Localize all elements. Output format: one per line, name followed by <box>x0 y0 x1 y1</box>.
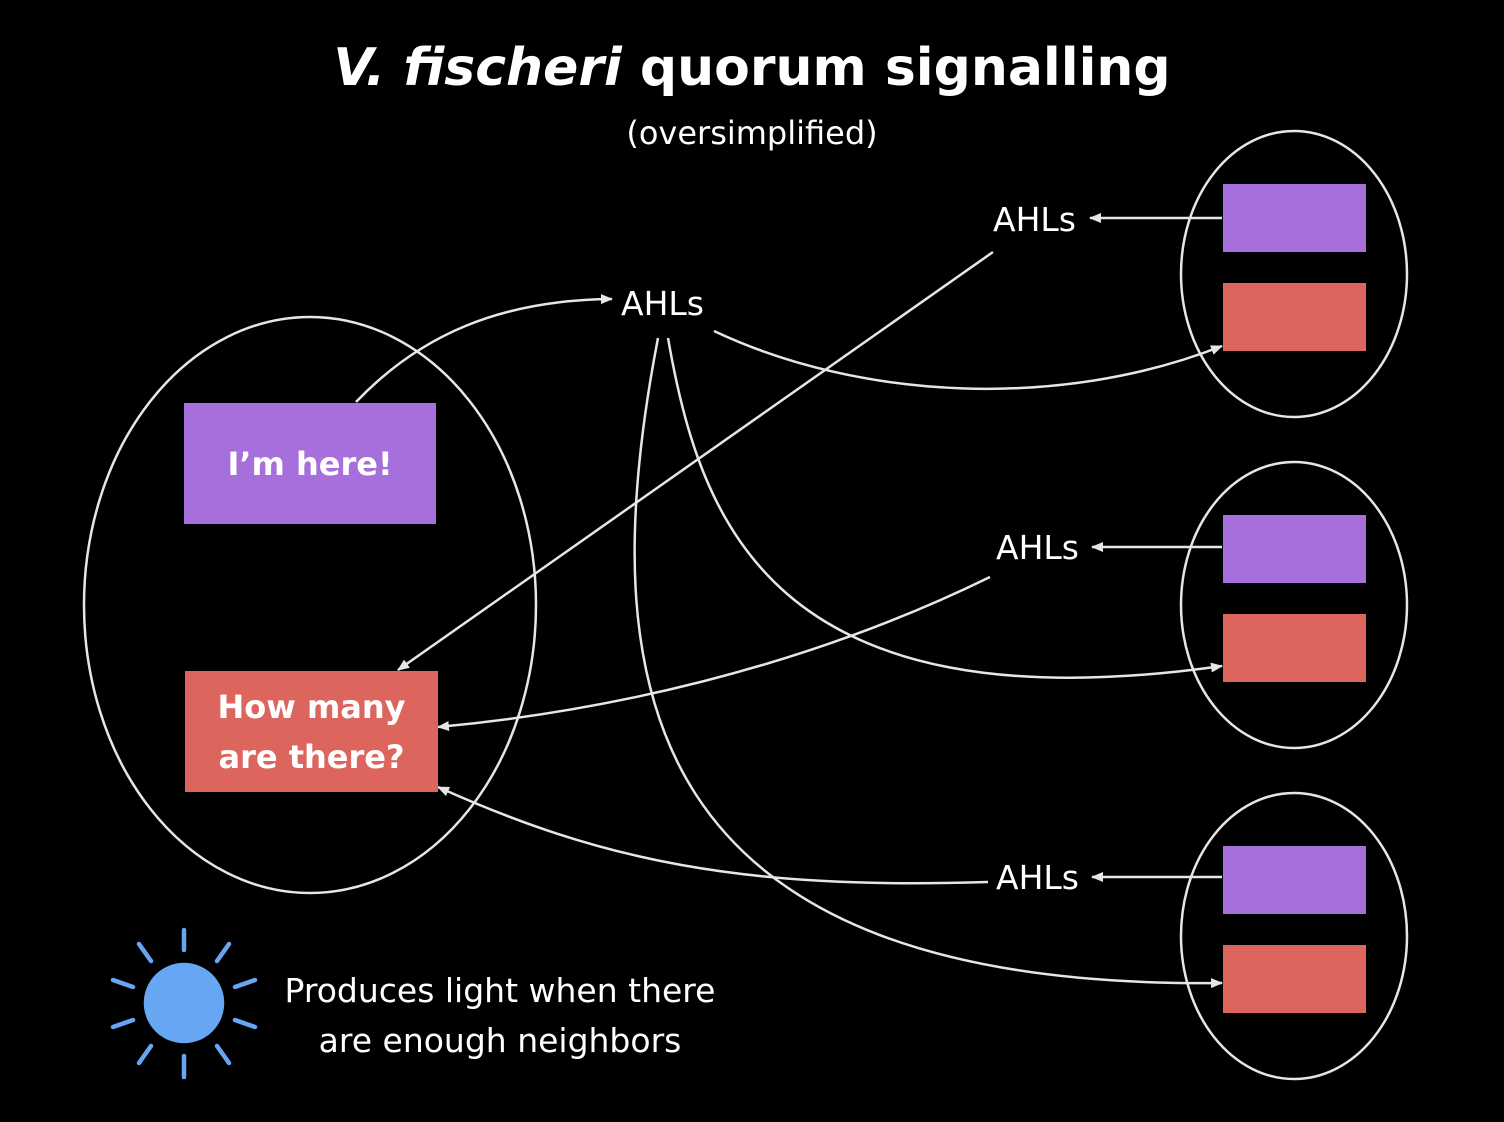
arrow-ahls-to-neighbor-1 <box>713 329 1223 391</box>
neighbor-3-receptor-box <box>1223 945 1366 1013</box>
neighbor-cell-2-outline <box>1179 460 1409 750</box>
light-caption-line1: Produces light when there <box>284 971 716 1010</box>
ahls-label-neighbor-1: AHLs <box>993 200 1076 239</box>
main-signal-label: I’m here! <box>227 444 393 483</box>
arrow-neighbor-3-ahls-to-receptor <box>437 785 989 885</box>
title-rest: quorum signalling <box>639 38 1171 98</box>
arrow-signal-to-ahls <box>355 294 613 403</box>
sun-icon <box>110 927 258 1080</box>
main-receptor-label-line1: How many <box>217 687 406 726</box>
neighbor-2-signal-box <box>1223 515 1366 583</box>
arrow-ahls-to-neighbor-2 <box>666 337 1223 679</box>
neighbor-1-signal-box <box>1223 184 1366 252</box>
main-receptor-box: How many are there? <box>185 671 438 792</box>
arrow-neighbor-2-ahls-to-receptor <box>437 575 991 731</box>
main-signal-box: I’m here! <box>184 403 436 524</box>
neighbor-2-receptor-box <box>1223 614 1366 682</box>
diagram-title: V. fischeri quorum signalling <box>0 38 1504 98</box>
light-caption-line2: are enough neighbors <box>318 1021 682 1060</box>
ahls-label-neighbor-3: AHLs <box>996 858 1079 897</box>
arrow-neighbor-1-ahls-to-receptor <box>397 250 994 672</box>
diagram-subtitle: (oversimplified) <box>626 114 878 152</box>
arrow-ahls-to-neighbor-3 <box>633 337 1223 989</box>
light-caption: Produces light when there are enough nei… <box>250 966 750 1066</box>
neighbor-3-signal-box <box>1223 846 1366 914</box>
main-cell-outline <box>82 315 538 895</box>
ahls-label-neighbor-2: AHLs <box>996 528 1079 567</box>
ahls-label-center: AHLs <box>621 284 704 323</box>
neighbor-cell-1-outline <box>1179 129 1409 419</box>
title-species: V. fischeri <box>333 38 622 98</box>
neighbor-cell-3-outline <box>1179 791 1409 1081</box>
neighbor-1-receptor-box <box>1223 283 1366 351</box>
main-receptor-label-line2: are there? <box>218 737 405 776</box>
